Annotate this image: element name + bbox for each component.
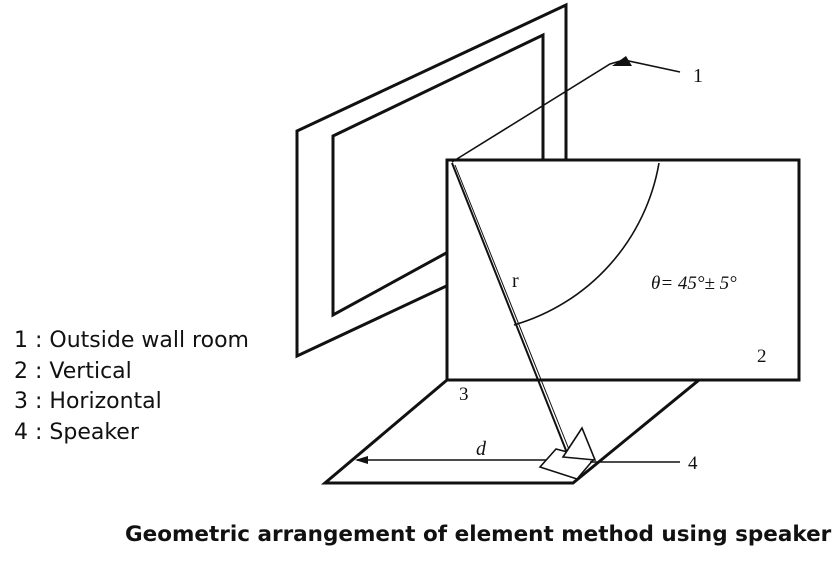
label-1: 1 — [693, 65, 703, 87]
legend: 1 : Outside wall room 2 : Vertical 3 : H… — [14, 326, 249, 448]
leader-arrowhead-1 — [612, 56, 632, 66]
speaker-cone — [561, 426, 597, 461]
label-4: 4 — [688, 453, 698, 474]
figure-caption: Geometric arrangement of element method … — [125, 522, 832, 547]
legend-text: Outside wall room — [49, 328, 249, 353]
label-3: 3 — [459, 384, 469, 405]
legend-item: 1 : Outside wall room — [14, 326, 249, 357]
vertical-plane — [445, 158, 801, 382]
label-r: r — [512, 270, 519, 292]
angle-arc — [513, 162, 660, 326]
legend-item: 3 : Horizontal — [14, 387, 249, 418]
legend-number: 1 — [14, 328, 28, 353]
distance-arrowhead — [355, 456, 368, 464]
legend-separator: : — [28, 328, 50, 353]
legend-text: Vertical — [49, 358, 132, 384]
radius-line — [451, 162, 572, 464]
legend-text: Horizontal — [49, 389, 162, 414]
label-theta: θ= 45°± 5° — [651, 273, 737, 294]
legend-separator: : — [28, 389, 50, 414]
legend-separator: : — [28, 358, 50, 384]
radius-line-shadow — [454, 164, 575, 463]
horizontal-plane — [320, 378, 704, 485]
legend-item: 4 : Speaker — [14, 418, 249, 449]
leader-line-1 — [451, 59, 681, 163]
label-2: 2 — [757, 346, 767, 367]
legend-item: 2 : Vertical — [14, 357, 249, 388]
legend-text: Speaker — [49, 419, 139, 445]
legend-number: 2 — [14, 358, 28, 384]
legend-separator: : — [28, 419, 50, 445]
legend-number: 4 — [14, 419, 28, 445]
label-d: d — [476, 438, 487, 460]
legend-number: 3 — [14, 389, 28, 414]
